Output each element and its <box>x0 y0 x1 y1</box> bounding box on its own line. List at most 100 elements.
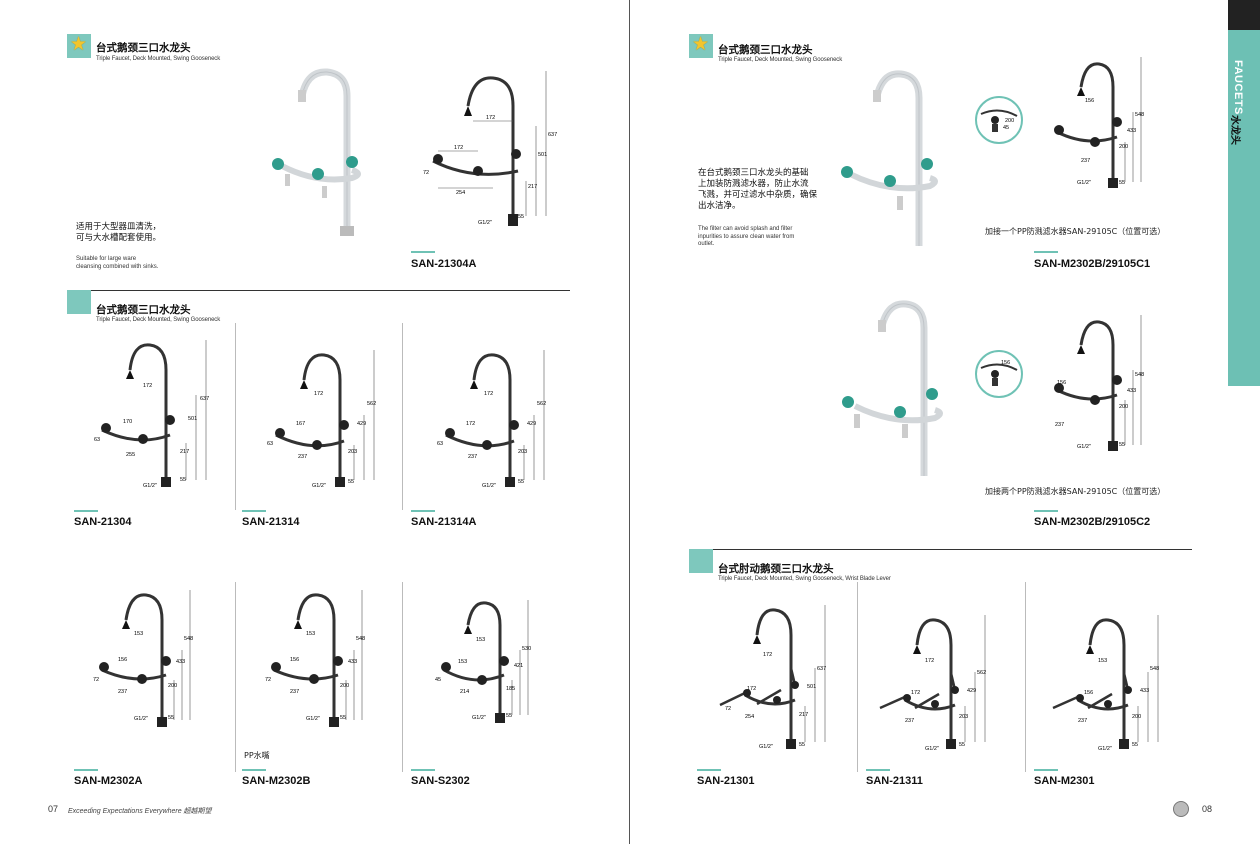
model-tick <box>411 769 435 771</box>
model-san-21304: SAN-21304 <box>74 516 132 528</box>
dim-237: 237 <box>1081 158 1090 164</box>
dim-501: 501 <box>807 684 816 690</box>
dim-156: 156 <box>1057 380 1066 386</box>
page-spine <box>629 0 630 844</box>
tech-drawing-21311: 562 429 203 55 172 172 237 G1/2" <box>879 615 986 750</box>
tech-drawing-21314a: 562 429 203 55 172 172 237 63 G1/2" <box>437 350 546 489</box>
dim-501: 501 <box>538 152 547 158</box>
model-san-21314a: SAN-21314A <box>411 516 477 528</box>
model-tick <box>1034 510 1058 512</box>
desc-en-line3: outlet. <box>698 241 715 247</box>
dim-217: 217 <box>528 184 537 190</box>
column-divider <box>402 323 403 510</box>
dim-153: 153 <box>476 637 485 643</box>
dim-200: 200 <box>1119 144 1128 150</box>
model-tick <box>242 510 266 512</box>
section-title-en: Triple Faucet, Deck Mounted, Swing Goose… <box>96 317 221 323</box>
model-san-m2302b: SAN-M2302B <box>242 775 311 787</box>
column-divider <box>857 582 858 772</box>
dim-548: 548 <box>1150 666 1159 672</box>
tab-label-en: FAUCETS <box>1232 60 1244 115</box>
dim-g12: G1/2" <box>482 483 496 489</box>
dim-185: 185 <box>506 686 515 692</box>
dim-203: 203 <box>348 449 357 455</box>
model-san-m2302b-29105c2: SAN-M2302B/29105C2 <box>1034 516 1151 528</box>
dim-55: 55 <box>180 477 186 483</box>
dim-172: 172 <box>763 652 772 658</box>
dim-548: 548 <box>1135 112 1144 118</box>
faucet-photo-c1 <box>841 70 938 246</box>
dim-172: 172 <box>925 658 934 664</box>
model-san-m2301: SAN-M2301 <box>1034 775 1095 787</box>
section-divider <box>67 290 570 291</box>
model-san-m2302b-29105c1: SAN-M2302B/29105C1 <box>1034 258 1151 270</box>
model-san-21314: SAN-21314 <box>242 516 300 528</box>
dim-237: 237 <box>468 454 477 460</box>
tech-drawing-21301: 637 501 217 55 172 172 254 72 G1/2" <box>719 605 826 750</box>
model-tick <box>411 251 435 253</box>
tech-drawing-c2: 548 433 200 55 156 237 G1/2" <box>1054 315 1144 451</box>
dim-55: 55 <box>959 742 965 748</box>
tab-label-zh: 水龙头 <box>1229 115 1240 145</box>
footer-tagline: Exceeding Expectations Everywhere 超越期望 <box>68 808 212 815</box>
dim-203: 203 <box>959 714 968 720</box>
dim-55: 55 <box>799 742 805 748</box>
dim-172: 172 <box>314 391 323 397</box>
category-tab <box>1228 30 1260 386</box>
dim-g12: G1/2" <box>306 716 320 722</box>
dim-433: 433 <box>176 659 185 665</box>
section-square <box>689 549 713 573</box>
desc-zh: 适用于大型器皿清洗， 可与大水槽配套使用。 <box>76 222 161 244</box>
section-title-en: Triple Faucet, Deck Mounted, Swing Goose… <box>718 576 891 582</box>
dim-237: 237 <box>1055 422 1064 428</box>
filter-detail-c1: 200 45 <box>975 96 1023 144</box>
dim-172: 172 <box>143 383 152 389</box>
dim-237: 237 <box>290 689 299 695</box>
dim-433: 433 <box>1127 388 1136 394</box>
desc-zh-line1: 适用于大型器皿清洗， <box>76 222 162 232</box>
dim-156: 156 <box>290 657 299 663</box>
dim-153b: 153 <box>458 659 467 665</box>
section-divider <box>689 549 1192 550</box>
filter-detail-c2: 156 <box>975 350 1023 398</box>
tech-drawing-c1: 548 433 200 55 156 237 G1/2" <box>1054 57 1144 188</box>
dim-g12: G1/2" <box>925 746 939 750</box>
dim-429: 429 <box>357 421 366 427</box>
tech-drawing-m2302b: 548 433 200 55 153 156 237 72 G1/2" <box>265 590 365 727</box>
desc-zh: 在台式鹅颈三口水龙头的基础 上加装防溅滤水器，防止水流 飞溅，并可过滤水中杂质，… <box>698 168 817 212</box>
dim-153: 153 <box>1098 658 1107 664</box>
dim-g12: G1/2" <box>143 483 157 489</box>
dim-55: 55 <box>506 713 512 719</box>
dim-429: 429 <box>527 421 536 427</box>
tech-drawing-m2302a: 548 433 200 55 153 156 237 72 G1/2" <box>93 590 193 727</box>
desc-en: The filter can avoid splash and filter i… <box>698 226 794 249</box>
dim-172b: 172 <box>466 421 475 427</box>
dim-200: 200 <box>1119 404 1128 410</box>
dim-254: 254 <box>456 190 465 196</box>
dim-55: 55 <box>1132 742 1138 748</box>
desc-en-line2: inpurities to assure clean water from <box>698 233 795 240</box>
dim-63: 63 <box>267 441 273 447</box>
dim-200: 200 <box>168 683 177 689</box>
dim-172b: 172 <box>454 145 463 151</box>
model-san-m2302a: SAN-M2302A <box>74 775 143 787</box>
dim-637: 637 <box>200 396 209 402</box>
dim-433: 433 <box>348 659 357 665</box>
column-divider <box>402 582 403 772</box>
desc-zh-line1: 在台式鹅颈三口水龙头的基础 <box>698 168 809 178</box>
tech-drawing-21304a: 637 501 217 55 172 172 254 72 G1/2" <box>423 71 557 226</box>
dim-72: 72 <box>423 170 429 176</box>
dim-55: 55 <box>340 715 346 721</box>
dim-237: 237 <box>118 689 127 695</box>
dim-562: 562 <box>977 670 986 676</box>
dim-562: 562 <box>537 401 546 407</box>
dim-255: 255 <box>126 452 135 458</box>
dim-55: 55 <box>168 715 174 721</box>
model-tick <box>1034 251 1058 253</box>
dim-45: 45 <box>1003 125 1009 131</box>
dim-156: 156 <box>1084 690 1093 696</box>
dim-217: 217 <box>799 712 808 718</box>
dim-55: 55 <box>518 214 524 220</box>
dim-548: 548 <box>1135 372 1144 378</box>
dim-200: 200 <box>1132 714 1141 720</box>
